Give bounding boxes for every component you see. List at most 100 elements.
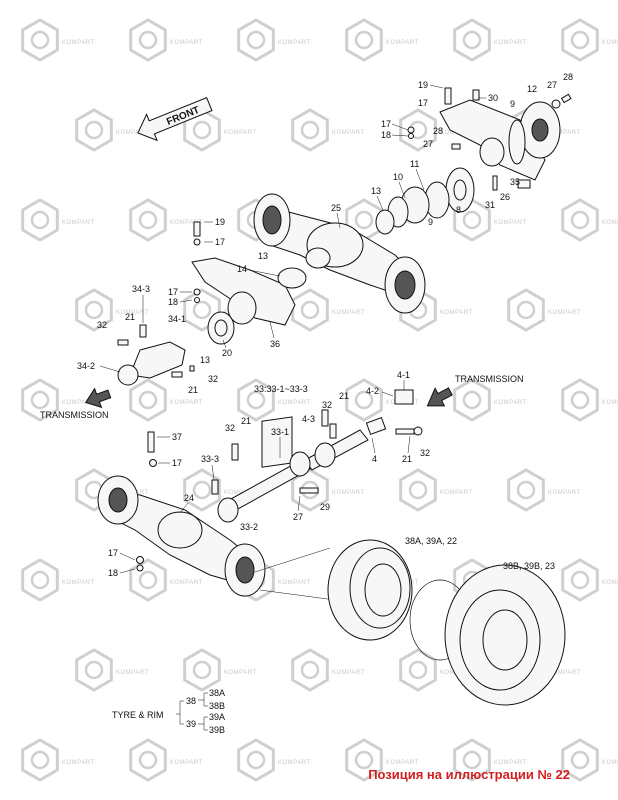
watermark-text: KOMPART — [170, 40, 203, 46]
tree-39a: 39A — [209, 712, 225, 722]
watermark-logo — [84, 660, 104, 680]
watermark-logo — [21, 378, 59, 422]
tree-38b: 38B — [209, 701, 225, 711]
watermark-logo — [183, 648, 221, 692]
callout-13: 13 — [200, 355, 210, 365]
watermark-text: KOMPART — [332, 130, 365, 136]
watermark-logo — [561, 558, 599, 602]
watermark-text: KOMPART — [602, 760, 618, 766]
callout-18: 18 — [381, 130, 391, 140]
watermark-logo — [183, 288, 221, 332]
callout-21: 21 — [125, 312, 135, 322]
callout-28: 28 — [563, 72, 573, 82]
callout-28: 28 — [433, 126, 443, 136]
watermark-logo — [561, 738, 599, 782]
watermark-logo — [138, 210, 158, 230]
tyre-rim-legend: TYRE & RIM 38 39 38A 38B 39A 39B — [112, 688, 225, 735]
watermark-logo — [183, 468, 221, 512]
watermark-logo — [75, 648, 113, 692]
watermark-text: KOMPART — [170, 580, 203, 586]
watermark-logo — [192, 300, 212, 320]
rear-axle-assembly — [253, 87, 572, 314]
watermark-logo — [21, 558, 59, 602]
watermark-logo — [453, 378, 491, 422]
watermark-logo — [399, 108, 437, 152]
watermark-logo — [129, 18, 167, 62]
callout-21: 21 — [188, 385, 198, 395]
watermark-logo — [75, 108, 113, 152]
callout-12: 12 — [527, 84, 537, 94]
watermark-logo — [84, 300, 104, 320]
callout-32: 32 — [97, 320, 107, 330]
watermark-logo — [21, 198, 59, 242]
callout-27: 27 — [423, 139, 433, 149]
watermark-logo — [399, 468, 437, 512]
watermark-logo — [291, 108, 329, 152]
callout-18: 18 — [108, 568, 118, 578]
callout-10: 10 — [393, 172, 403, 182]
callout-37: 37 — [172, 432, 182, 442]
watermark-logo — [453, 18, 491, 62]
watermark-logo — [30, 390, 50, 410]
callout-31: 31 — [485, 200, 495, 210]
tree-38a: 38A — [209, 688, 225, 698]
watermark-logo — [345, 18, 383, 62]
watermark-logo — [408, 480, 428, 500]
callout-20: 20 — [222, 348, 232, 358]
watermark-logo — [246, 390, 266, 410]
callout-8: 8 — [456, 205, 461, 215]
watermark-logo — [408, 660, 428, 680]
watermark-logo — [354, 390, 374, 410]
watermark-logo — [291, 468, 329, 512]
watermark-text: KOMPART — [440, 310, 473, 316]
watermark-logo — [570, 390, 590, 410]
transmission-label-left: TRANSMISSION — [40, 410, 109, 420]
callout-36: 36 — [270, 339, 280, 349]
left-axle-support — [117, 221, 307, 386]
watermark-text: KOMPART — [62, 220, 95, 226]
watermark-logo — [561, 378, 599, 422]
watermark-text: KOMPART — [278, 40, 311, 46]
watermark-logo — [561, 18, 599, 62]
callout-4-1: 4-1 — [397, 370, 410, 380]
callouts-left-middle: 19 17 14 13 17 18 34-3 21 32 34-1 20 36 … — [77, 217, 281, 395]
watermark-logo — [237, 18, 275, 62]
callouts-upper-right: 19 30 27 28 17 17 18 28 27 9 12 11 10 13… — [331, 72, 573, 229]
callout-32: 32 — [208, 374, 218, 384]
watermark-logo — [507, 288, 545, 332]
watermark-logo — [30, 750, 50, 770]
callout-35: 35 — [510, 177, 520, 187]
watermark-text: KOMPART — [170, 220, 203, 226]
callout-13: 13 — [371, 186, 381, 196]
watermark-text: KOMPART — [386, 40, 419, 46]
callout-17: 17 — [168, 287, 178, 297]
watermark-text: KOMPART — [548, 670, 581, 676]
watermark-logo — [399, 648, 437, 692]
callout-18: 18 — [168, 297, 178, 307]
tyre-group-label: 38B, 39B, 23 — [503, 561, 555, 571]
watermark-text: KOMPART — [116, 130, 149, 136]
watermark-logo — [237, 738, 275, 782]
watermark-logo — [246, 750, 266, 770]
watermark-logo — [345, 378, 383, 422]
watermark-logo — [138, 390, 158, 410]
callout-19: 19 — [418, 80, 428, 90]
tree-39b: 39B — [209, 725, 225, 735]
watermark-logo — [138, 30, 158, 50]
watermark-logo — [237, 378, 275, 422]
watermark-text: KOMPART — [278, 400, 311, 406]
watermark-logo — [462, 30, 482, 50]
watermark-text: KOMPART — [332, 490, 365, 496]
callout-17: 17 — [381, 119, 391, 129]
watermark-logo — [462, 210, 482, 230]
watermark-logo — [354, 30, 374, 50]
watermark-text: KOMPART — [332, 310, 365, 316]
watermark-logo — [300, 120, 320, 140]
watermark-logo — [462, 390, 482, 410]
callout-4-2: 4-2 — [366, 386, 379, 396]
watermark-text: KOMPART — [548, 130, 581, 136]
callout-33-3: 33-3 — [201, 454, 219, 464]
watermark-text: KOMPART — [224, 670, 257, 676]
watermark-logo — [30, 570, 50, 590]
